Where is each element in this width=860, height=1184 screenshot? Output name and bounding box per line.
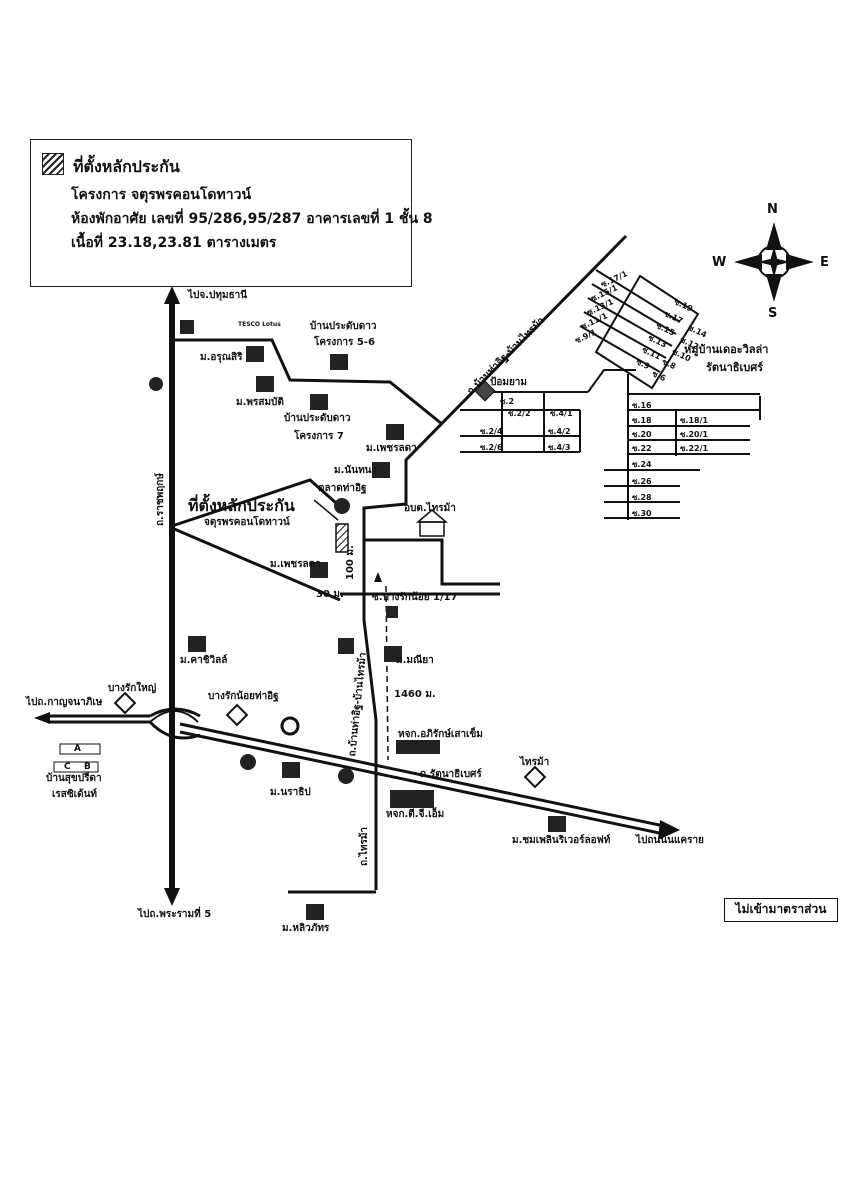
label-village2: รัตนาธิเบศร์ [706, 361, 764, 374]
label-phetlada2: ม.เพชรลดา [270, 559, 321, 570]
road-rattanathibet [179, 722, 680, 840]
soi-right-10: ซ.30 [632, 509, 652, 518]
soi-left-5: ซ.2/6 [480, 443, 503, 452]
label-ban-suk2: เรสซิเด้นท์ [52, 789, 98, 800]
soi-left-0: ซ.2 [500, 397, 515, 406]
soi-grid-left [460, 369, 636, 453]
soi-right-4: ซ.20/1 [680, 430, 709, 439]
label-narathip: ม.นราธิป [270, 787, 311, 798]
label-pornsombat: ม.พรสมบัติ [236, 397, 284, 408]
legend-unit: ห้องพักอาศัย เลขที่ 95/286,95/287 อาคารเ… [71, 211, 433, 227]
legend-project: โครงการ จตุรพรคอนโดทาวน์ [71, 187, 252, 203]
label-chaiwil: ม.คาชิวิลล์ [180, 655, 228, 666]
soi-grid-diagonal [579, 269, 700, 390]
legend-title: ที่ตั้งหลักประกัน [73, 157, 180, 176]
soi-left-3: ซ.2/4 [480, 427, 503, 436]
compass-icon [734, 222, 814, 302]
legend-area: เนื้อที่ 23.18,23.81 ตารางเมตร [71, 235, 277, 251]
label-phetlada1: ม.เพชรลดา [366, 443, 417, 454]
soi-left-2: ซ.4/1 [550, 409, 573, 418]
legend-box: ที่ตั้งหลักประกัน โครงการ จตุรพรคอนโดทาว… [30, 139, 433, 287]
label-lalin: ม.หลิวภัทร [282, 923, 330, 934]
label-rattanathibet: ถ.รัตนาธิเบศร์ [420, 769, 482, 780]
landmark-icons [53, 320, 566, 920]
label-pradabdao56-sub: โครงการ 5-6 [314, 337, 375, 348]
label-to-kanchana: ไปถ.กาญจนาภิเษ [26, 697, 103, 708]
label-dist1460: 1460 ม. [394, 689, 436, 700]
label-dist100: 100 ม. [345, 545, 356, 580]
soi-right-2: ซ.18/1 [680, 416, 709, 425]
local-roads [171, 234, 628, 894]
soi-right-5: ซ.22 [632, 444, 652, 453]
hatched-symbol-icon [42, 153, 64, 175]
label-dist30: 30 ม. [316, 589, 344, 600]
soi-right-7: ซ.24 [632, 460, 652, 469]
road-kanchanaphisek [34, 707, 201, 740]
label-tgm: หจก.ตี.จี.เอ็ม [386, 809, 445, 820]
label-aphirak: หจก.อภิรักษ์เสาเข็ม [398, 729, 483, 740]
soi-left-4: ซ.4/2 [548, 427, 571, 436]
label-soi: ซ.บางรักน้อย 1/17 [372, 592, 458, 603]
label-b: B [84, 762, 91, 772]
compass-s: S [768, 306, 778, 321]
label-lotus: TESCO Lotus [238, 321, 281, 328]
soi-right-1: ซ.18 [632, 416, 652, 425]
label-sai-ma-rd: ถ.ไทรม้า [359, 826, 370, 866]
label-pradabdao56: บ้านประดับดาว [310, 321, 377, 332]
label-site: ที่ตั้งหลักประกัน [188, 496, 295, 515]
site-building [335, 523, 349, 553]
distance-dashed-line [385, 585, 389, 761]
label-bangrak-yai: บางรักใหญ่ [108, 683, 157, 694]
label-to-nonthaburi: ไปถนนนแคราย [636, 835, 704, 846]
label-bangrak-noi: บางรักน้อยท่าอิฐ [208, 691, 279, 702]
not-to-scale-note: ไม่เข้ามาตราส่วน [724, 898, 838, 922]
label-c: C [64, 762, 71, 772]
soi-right-3: ซ.20 [632, 430, 652, 439]
label-obt: อบต.ไทรม้า [404, 503, 456, 514]
soi-right-8: ซ.26 [632, 477, 652, 486]
label-arunsiri: ม.อรุณสิริ [200, 352, 243, 363]
label-chom: ม.ชมเพลินริเวอร์ลอฟท์ [512, 835, 611, 846]
soi-right-0: ซ.16 [632, 401, 652, 410]
soi-left-6: ซ.4/3 [548, 443, 571, 452]
label-talad: ตลาดท่าอิฐ [318, 483, 367, 494]
label-to-rama5: ไปถ.พระรามที่ 5 [138, 909, 212, 920]
label-pom: ป้อมยาม [490, 377, 528, 388]
label-a: A [74, 744, 81, 754]
label-nanthana: ม.นันทนา [334, 465, 378, 476]
soi-right-9: ซ.28 [632, 493, 652, 502]
label-site-sub: จตุรพรคอนโดทาวน์ [204, 517, 290, 528]
soi-left-1: ซ.2/2 [508, 409, 531, 418]
obt-building-icon [415, 509, 449, 537]
road-ratchaphruek [164, 286, 180, 906]
label-sai-ma: ไทรม้า [520, 757, 550, 768]
label-to-pathum: ไปจ.ปทุมธานี [188, 290, 248, 301]
label-village: หมู่บ้านเดอะวิลล่า [684, 343, 769, 356]
interchange-icon [113, 691, 547, 789]
compass-w: W [712, 255, 727, 270]
label-ratchaphruek: ถ.ราชพฤกษ์ [155, 473, 166, 526]
compass-e: E [820, 255, 829, 270]
guard-post-icon [474, 380, 496, 402]
soi-right-6: ซ.22/1 [680, 444, 709, 453]
compass-n: N [767, 202, 778, 217]
soi-grid-right [604, 374, 761, 520]
label-pradabdao7: บ้านประดับดาว [284, 413, 351, 424]
label-manee: ม.มณียา [396, 655, 434, 666]
label-ban-suk: บ้านสุขปรีดา [46, 773, 102, 784]
label-pradabdao7-sub: โครงการ 7 [294, 431, 344, 442]
